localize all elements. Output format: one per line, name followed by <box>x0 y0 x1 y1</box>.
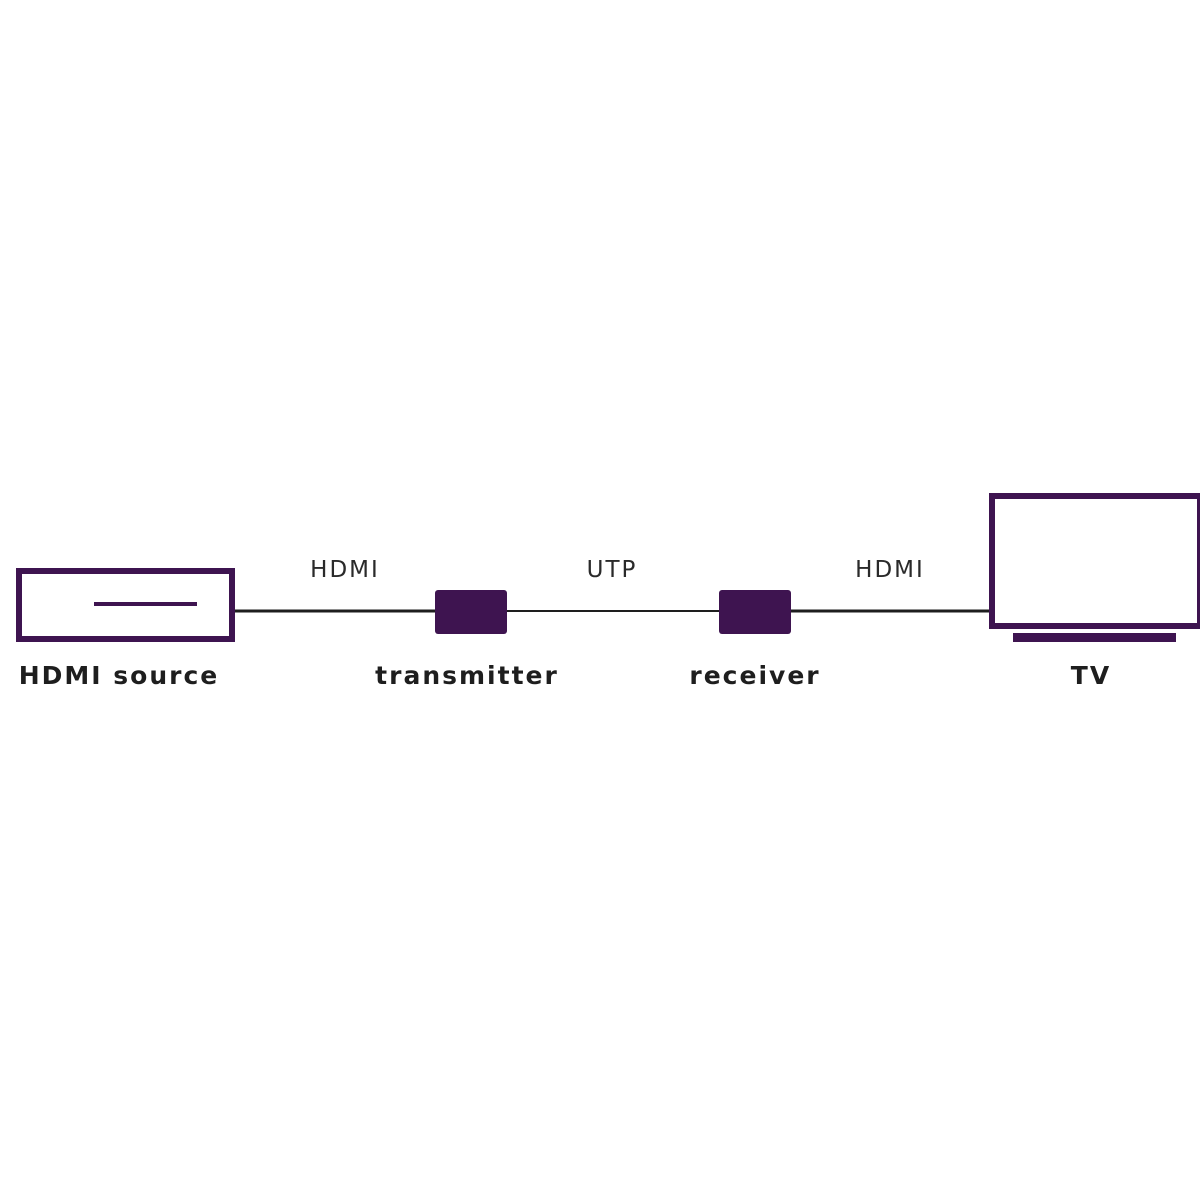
hdmi-source-device <box>16 568 235 642</box>
device-label-transmitter: transmitter <box>375 661 559 690</box>
receiver-box-icon <box>719 590 791 634</box>
cable-label-hdmi-input: HDMI <box>310 557 380 583</box>
tv-device <box>989 493 1200 642</box>
tv-icon <box>989 493 1200 629</box>
device-label-tv: TV <box>1071 661 1111 690</box>
device-label-receiver: receiver <box>689 661 820 690</box>
cable-label-hdmi-output: HDMI <box>855 557 925 583</box>
device-label-hdmi-source: HDMI source <box>19 661 220 690</box>
transmitter-box-icon <box>435 590 507 634</box>
cable-label-utp: UTP <box>587 557 638 583</box>
tv-stand <box>1013 633 1176 642</box>
